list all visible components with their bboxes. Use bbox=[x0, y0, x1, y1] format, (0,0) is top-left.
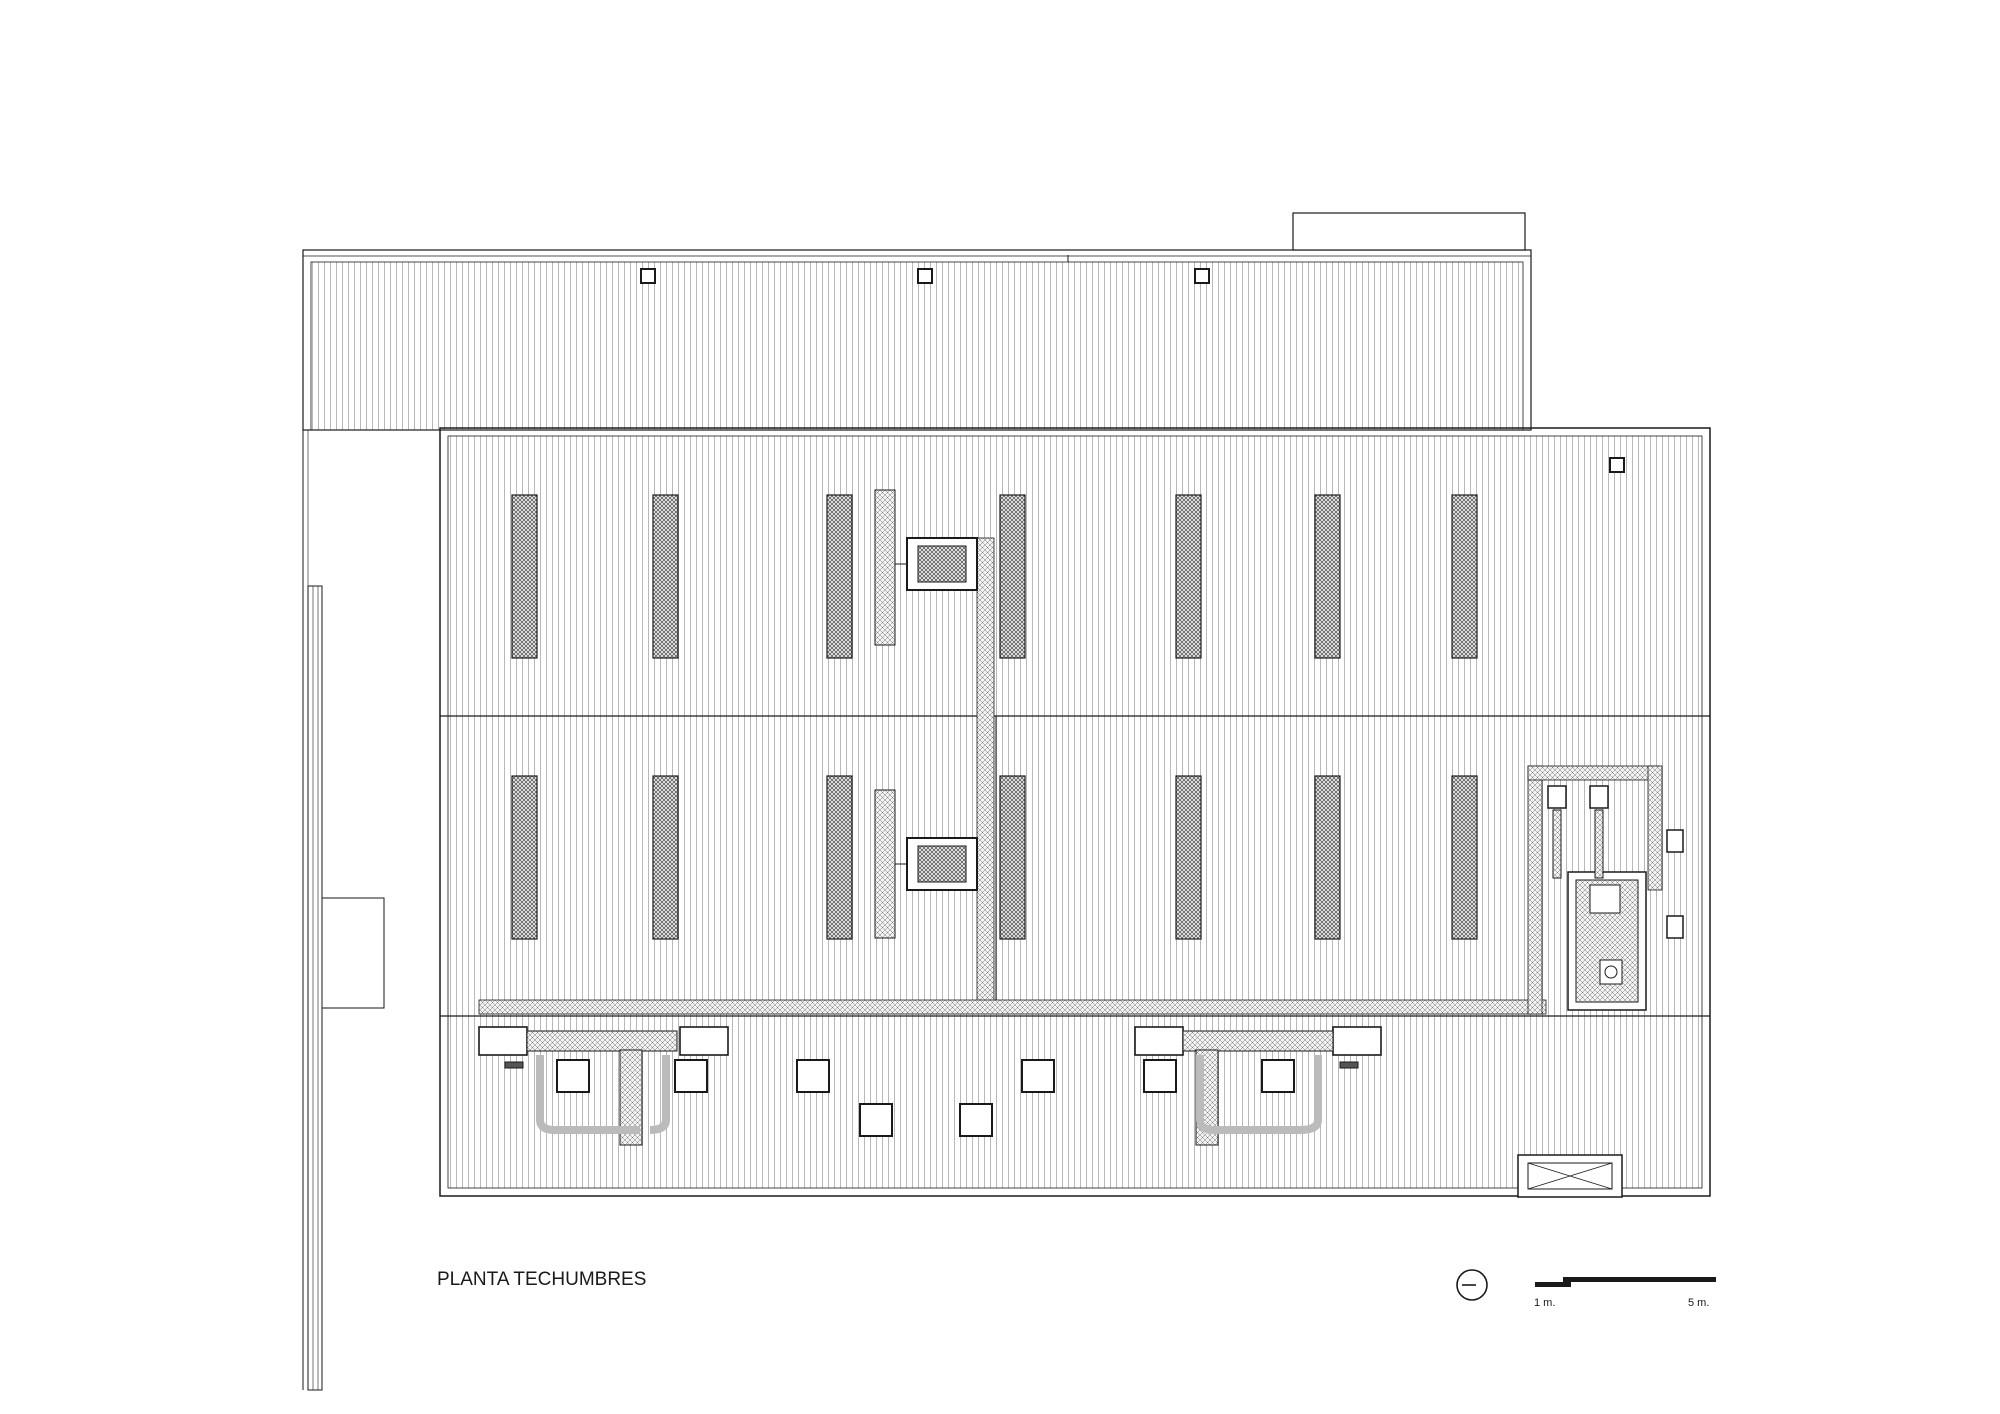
north-arrow-icon bbox=[1456, 1269, 1488, 1301]
roof-vent bbox=[1194, 268, 1210, 284]
upper-roof-block bbox=[302, 212, 1532, 431]
hvac-unit-lower-right bbox=[1134, 1026, 1382, 1146]
hvac-unit-lower-left bbox=[478, 1026, 729, 1146]
roof-bulkhead bbox=[1292, 212, 1526, 251]
scale-label-small: 1 m. bbox=[1534, 1297, 1555, 1309]
roof-vent bbox=[917, 268, 933, 284]
mechanical-room bbox=[1547, 785, 1684, 1011]
skylights-lower bbox=[511, 775, 1478, 940]
cable-tray bbox=[478, 537, 1663, 1015]
drawing-title: PLANTA TECHUMBRES bbox=[437, 1269, 646, 1290]
lower-vents bbox=[556, 1059, 1295, 1137]
hvac-unit-upper-2 bbox=[874, 789, 978, 939]
scale-bar bbox=[1535, 1277, 1716, 1287]
roof-vent bbox=[1609, 457, 1625, 473]
roof-hatch bbox=[1517, 1154, 1623, 1198]
roof-vent bbox=[640, 268, 656, 284]
scale-label-large: 5 m. bbox=[1688, 1297, 1709, 1309]
skylights-upper bbox=[511, 494, 1478, 659]
boundary-walls bbox=[302, 429, 440, 1391]
hvac-unit-upper-1 bbox=[874, 489, 978, 646]
